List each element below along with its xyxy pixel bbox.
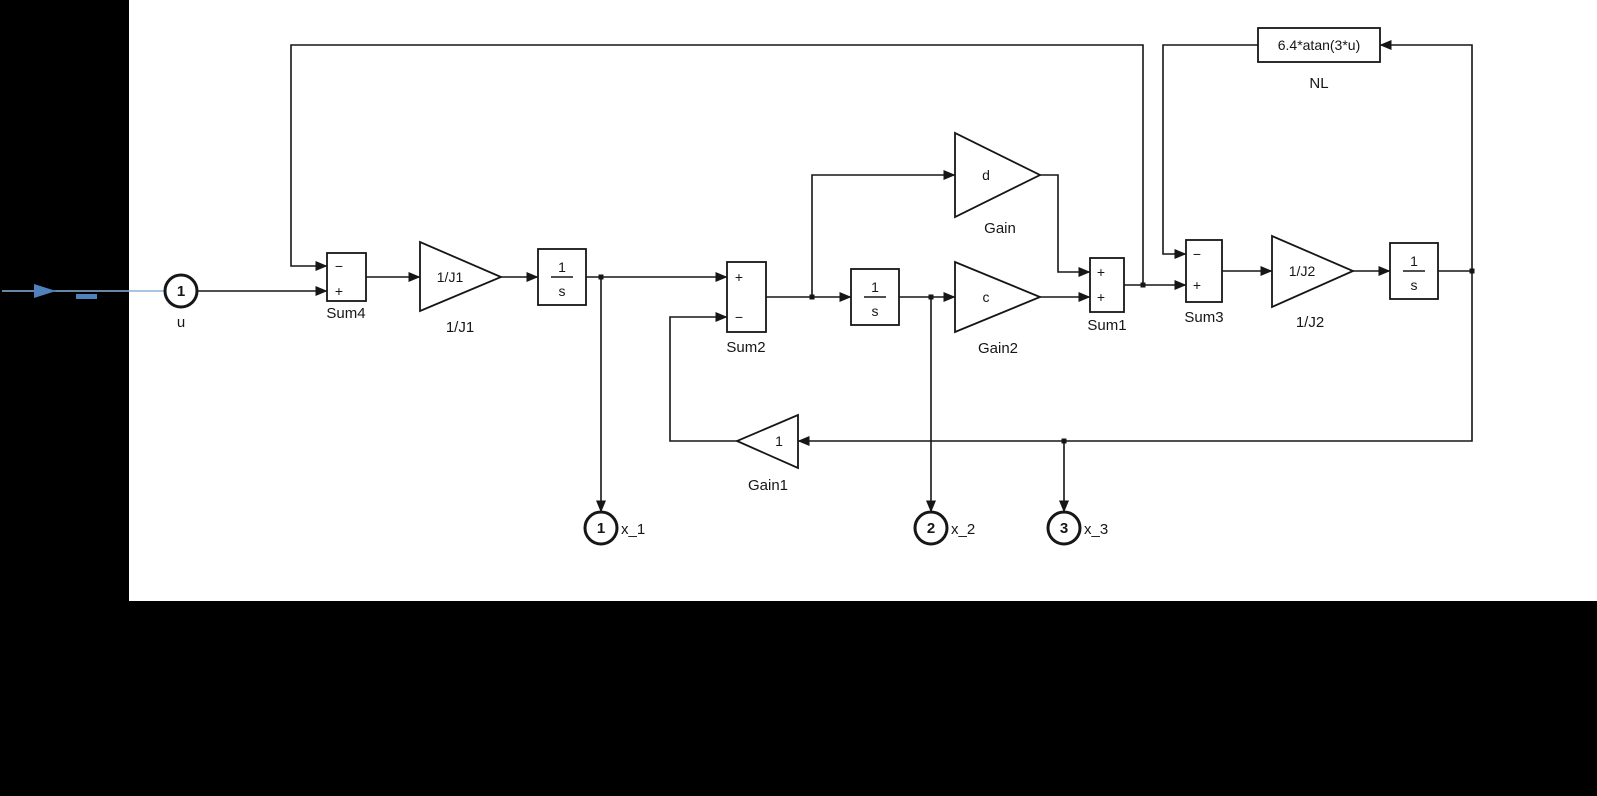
inport-number: 1: [177, 283, 185, 300]
junction-dot: [1061, 438, 1067, 444]
block-name-label: Gain1: [748, 477, 788, 494]
gain-value: 1/J1: [437, 269, 464, 285]
block-sum3[interactable]: − + Sum3: [1184, 239, 1224, 326]
signal-gain-d-to-sum1[interactable]: [1040, 174, 1091, 277]
block-name-label: Sum2: [726, 339, 765, 356]
block-gain1[interactable]: 1 Gain1: [734, 413, 799, 494]
block-name-label: 1/J1: [446, 319, 474, 336]
integrator-denominator: s: [1411, 277, 1418, 293]
block-sum2[interactable]: + − Sum2: [726, 261, 767, 356]
signal-feedback-top-to-sum4[interactable]: [290, 44, 1144, 285]
gain-triangle: [954, 260, 1043, 334]
gain-triangle: [1271, 234, 1356, 309]
gain-value: c: [983, 289, 990, 305]
block-sum4[interactable]: − + Sum4: [326, 252, 367, 322]
block-name-label: x_2: [951, 521, 975, 538]
block-name-label: u: [177, 314, 185, 331]
outport-circle: [583, 510, 619, 546]
block-integrator2[interactable]: 1 s: [850, 268, 900, 326]
drag-arrow-icon: [34, 284, 56, 298]
gain-value: 1: [775, 433, 783, 449]
sum-rect: [726, 261, 767, 333]
block-name-label: NL: [1309, 75, 1328, 92]
sum-sign-bottom: +: [1193, 277, 1201, 293]
block-gain-1j1[interactable]: 1/J1 1/J1: [419, 240, 504, 336]
sum-sign-bottom: −: [735, 309, 743, 325]
block-inport-u[interactable]: 1 u: [163, 273, 199, 331]
block-outport-x2[interactable]: 2 x_2: [913, 510, 975, 546]
sum-rect: [1089, 257, 1125, 313]
signal-gain1-to-sum2[interactable]: [669, 312, 737, 442]
sum-sign-top: +: [735, 269, 743, 285]
signal-branch-to-gain-d[interactable]: [811, 170, 956, 297]
block-gain-1j2[interactable]: 1/J2 1/J2: [1271, 234, 1356, 331]
integrator-denominator: s: [872, 303, 879, 319]
sum-sign-top: −: [1193, 246, 1201, 262]
gain-triangle: [419, 240, 504, 313]
junction-dot: [598, 274, 604, 280]
block-integrator3[interactable]: 1 s: [1389, 242, 1439, 300]
block-sum1[interactable]: + + Sum1: [1087, 257, 1127, 334]
integrator-denominator: s: [559, 283, 566, 299]
outport-circle: [913, 510, 949, 546]
junction-dot: [1469, 268, 1475, 274]
block-gain-d[interactable]: d Gain: [954, 131, 1043, 237]
outport-number: 3: [1060, 520, 1068, 537]
integrator-numerator: 1: [558, 259, 566, 275]
gain-value: 1/J2: [1289, 263, 1316, 279]
block-name-label: x_3: [1084, 521, 1108, 538]
sum-rect: [1185, 239, 1223, 303]
block-integrator1[interactable]: 1 s: [537, 248, 587, 306]
selection-dash: [76, 294, 97, 299]
sum-rect: [326, 252, 367, 302]
integrator-numerator: 1: [871, 279, 879, 295]
gain-triangle: [954, 131, 1043, 219]
outport-circle: [1046, 510, 1082, 546]
sum-sign-bottom: +: [335, 283, 343, 299]
block-outport-x3[interactable]: 3 x_3: [1046, 510, 1108, 546]
nl-rect: [1257, 27, 1381, 63]
block-name-label: 1/J2: [1296, 314, 1324, 331]
block-gain-c[interactable]: c Gain2: [954, 260, 1043, 357]
sum-sign-bottom: +: [1097, 289, 1105, 305]
gain-value: d: [982, 167, 990, 183]
block-outport-x1[interactable]: 1 x_1: [583, 510, 645, 546]
signal-integrator3-to-nl[interactable]: [1379, 40, 1473, 272]
block-name-label: Sum3: [1184, 309, 1223, 326]
sum-sign-top: −: [335, 258, 343, 274]
outport-number: 1: [597, 520, 605, 537]
nl-expression: 6.4*atan(3*u): [1278, 37, 1361, 53]
integrator-numerator: 1: [1410, 253, 1418, 269]
block-name-label: Gain2: [978, 340, 1018, 357]
outport-number: 2: [927, 520, 935, 537]
signal-nl-to-sum3[interactable]: [1162, 44, 1258, 259]
external-input-signal[interactable]: [2, 284, 165, 299]
block-nl[interactable]: 6.4*atan(3*u) NL: [1257, 27, 1381, 92]
sum-sign-top: +: [1097, 264, 1105, 280]
inport-circle: [163, 273, 199, 309]
block-name-label: x_1: [621, 521, 645, 538]
block-name-label: Sum4: [326, 305, 365, 322]
junction-dot: [809, 294, 815, 300]
junction-dot: [928, 294, 934, 300]
junction-dot: [1140, 282, 1146, 288]
block-name-label: Gain: [984, 220, 1016, 237]
block-name-label: Sum1: [1087, 317, 1126, 334]
signal-integrator3-to-gain1[interactable]: [797, 271, 1473, 446]
gain-triangle: [734, 413, 799, 470]
